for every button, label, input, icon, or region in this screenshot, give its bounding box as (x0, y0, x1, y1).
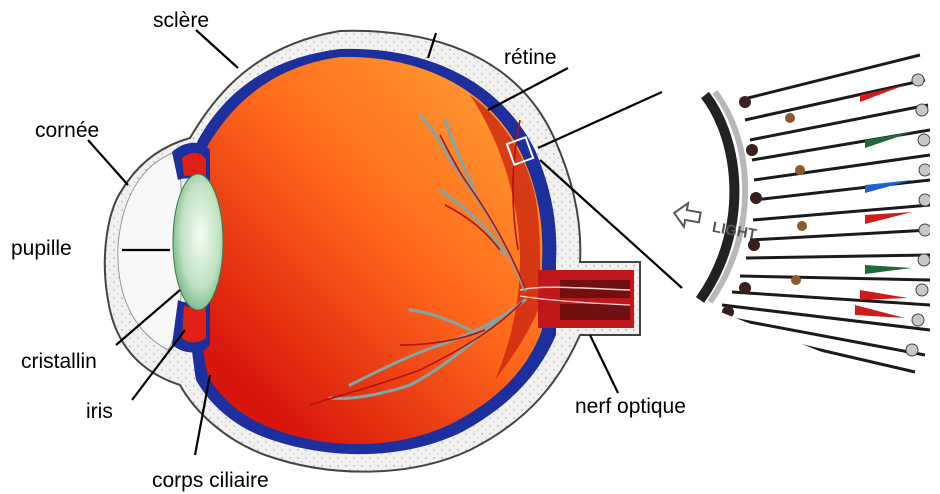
iris-top-inner (182, 153, 206, 178)
lens (173, 174, 223, 310)
label-cornee: cornée (35, 119, 99, 142)
label-corps-ciliaire: corps ciliaire (152, 469, 269, 492)
label-cristallin: cristallin (21, 350, 97, 373)
label-iris: iris (86, 400, 113, 423)
iris-bottom-inner (182, 304, 206, 343)
retina-inset: LIGHT (538, 40, 940, 390)
eye-illustration (105, 31, 640, 472)
label-retine: rétine (504, 46, 557, 69)
label-nerf-optique: nerf optique (575, 395, 686, 418)
label-pupille: pupille (11, 237, 72, 260)
label-sclere: sclère (153, 9, 209, 32)
